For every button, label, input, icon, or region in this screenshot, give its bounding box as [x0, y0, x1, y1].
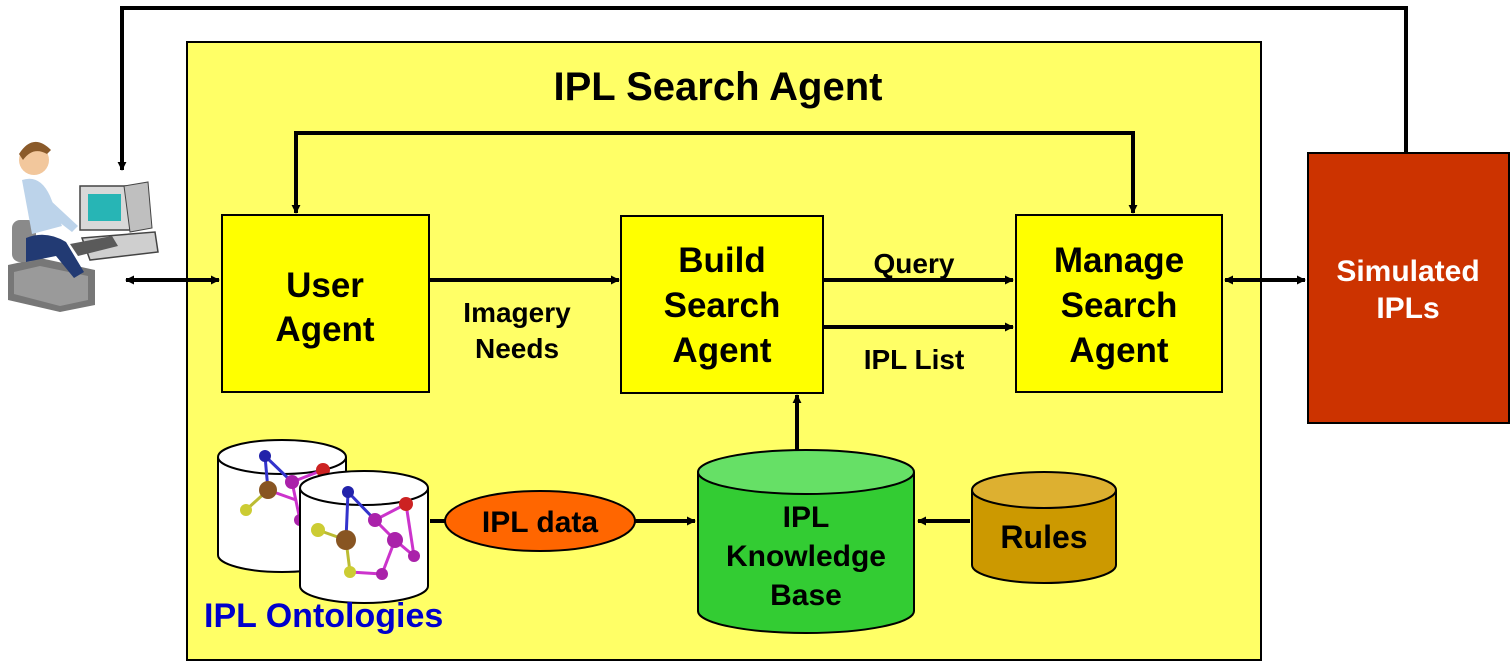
build-search-agent-box: Build Search Agent	[620, 215, 824, 394]
ontologies-label: IPL Ontologies	[204, 597, 443, 635]
build-agent-line1: Build	[678, 241, 765, 280]
manage-agent-line1: Manage	[1054, 241, 1184, 280]
rules-cylinder: Rules	[971, 471, 1117, 584]
kb-line1: IPL	[783, 501, 830, 534]
imagery-needs-line2: Needs	[475, 333, 559, 364]
simulated-line2: IPLs	[1376, 292, 1439, 325]
manage-search-agent-box: Manage Search Agent	[1015, 214, 1223, 393]
imagery-needs-line1: Imagery	[463, 297, 571, 328]
knowledge-base-cylinder: IPL Knowledge Base	[697, 449, 915, 634]
query-label: Query	[874, 248, 955, 279]
simulated-line1: Simulated	[1336, 255, 1479, 288]
inner-loop-arrow	[291, 131, 1138, 214]
outer-loop-arrow	[117, 6, 1411, 171]
kb-line3: Base	[770, 579, 842, 612]
simulated-ipls-box: Simulated IPLs	[1307, 152, 1510, 424]
manage-agent-line3: Agent	[1069, 331, 1169, 370]
ipl-list-label: IPL List	[864, 344, 965, 375]
user-agent-line2: Agent	[275, 310, 375, 349]
build-agent-line2: Search	[664, 286, 781, 325]
ipl-data-label: IPL data	[482, 506, 598, 539]
panel-title: IPL Search Agent	[554, 65, 883, 109]
ipl-data-ellipse: IPL data	[444, 490, 636, 552]
user-agent-box: User Agent	[221, 214, 430, 393]
manage-agent-line2: Search	[1061, 286, 1178, 325]
rules-label: Rules	[1000, 519, 1087, 555]
computer-user-icon	[8, 141, 159, 312]
build-agent-line3: Agent	[672, 331, 772, 370]
kb-line2: Knowledge	[726, 540, 886, 573]
ontology-graph-icon	[217, 439, 429, 604]
user-agent-line1: User	[286, 266, 364, 305]
